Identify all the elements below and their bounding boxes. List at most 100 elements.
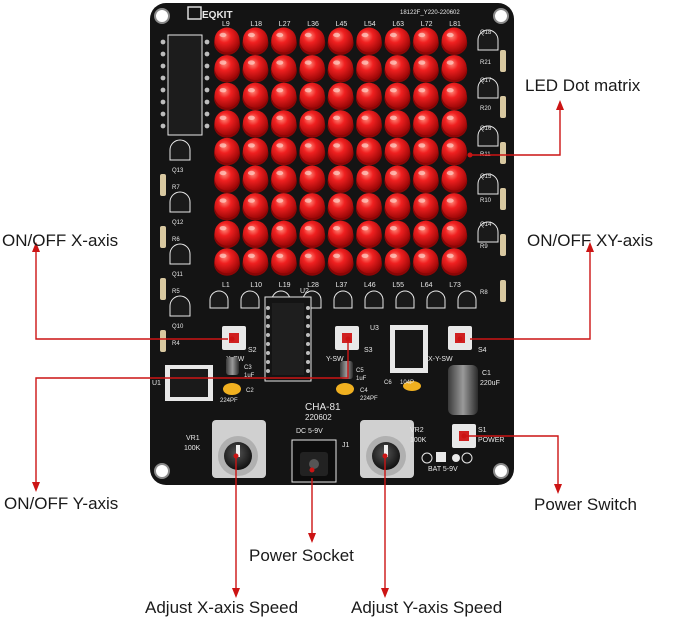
ic-pin: [266, 333, 270, 337]
led: [356, 193, 382, 221]
leader-power-switch: [464, 435, 559, 484]
svg-text:U1: U1: [152, 380, 161, 387]
led-bottom-label: L64: [421, 282, 433, 289]
led: [384, 55, 411, 83]
led: [214, 165, 240, 193]
led: [441, 110, 468, 138]
svg-text:S1: S1: [478, 427, 487, 434]
led: [214, 193, 240, 221]
resistor-label: R8: [480, 290, 488, 296]
led: [412, 137, 439, 166]
led: [327, 220, 354, 249]
ic-pin: [160, 111, 166, 117]
transistor-label: Q15: [480, 174, 492, 180]
led: [270, 220, 297, 249]
led: [327, 193, 354, 221]
ic-pin: [160, 99, 166, 105]
transistor: [477, 29, 499, 51]
transistor: [169, 295, 191, 317]
led: [356, 220, 382, 249]
led-bottom-label: L10: [250, 282, 262, 289]
ic-pin: [306, 306, 310, 310]
svg-text:224PF: 224PF: [220, 398, 238, 404]
svg-text:X-Y-SW: X-Y-SW: [428, 356, 453, 363]
led: [384, 27, 411, 55]
led: [327, 165, 354, 193]
resistor: [500, 188, 506, 210]
transistor: [477, 125, 499, 147]
svg-text:S2: S2: [248, 347, 257, 354]
ic-pin: [204, 75, 210, 81]
led: [441, 193, 468, 221]
transistor-label: Q16: [480, 126, 492, 132]
led: [441, 165, 468, 193]
transistor: [457, 290, 477, 309]
led: [270, 165, 297, 193]
ic-pin: [266, 315, 270, 319]
ic-pin: [266, 342, 270, 346]
callout-onoff-xy: ON/OFF XY-axis: [527, 231, 653, 250]
led: [356, 27, 382, 55]
led: [242, 220, 269, 249]
svg-text:1uF: 1uF: [244, 373, 255, 379]
led-bottom-label: L19: [279, 282, 291, 289]
led: [441, 27, 468, 55]
led: [356, 55, 382, 83]
led: [299, 165, 326, 193]
svg-text:U3: U3: [370, 325, 379, 332]
transistor-label: Q14: [480, 222, 492, 228]
led: [242, 165, 269, 193]
dc-label: DC 5-9V: [296, 428, 323, 435]
led-top-label: L18: [250, 21, 262, 28]
resistor: [500, 142, 506, 164]
ic-pin: [204, 63, 210, 69]
ic-left-top: [167, 34, 203, 136]
mounting-holes: [154, 8, 509, 479]
led-bottom-label: L37: [336, 282, 348, 289]
ic-pin: [160, 123, 166, 129]
led-bottom-label: L55: [392, 282, 404, 289]
led: [356, 165, 382, 193]
leader-lines: [35, 110, 591, 588]
ic-pin: [160, 39, 166, 45]
resistor-label: R21: [480, 60, 492, 66]
led: [327, 137, 354, 166]
led-bottom-label: L1: [222, 282, 230, 289]
led: [384, 165, 411, 193]
led: [384, 137, 411, 166]
ic-pin: [204, 87, 210, 93]
leader-arrowheads: [32, 100, 594, 598]
led-bottom-label: L46: [364, 282, 376, 289]
ic-pin: [306, 360, 310, 364]
led-top-label: L36: [307, 21, 319, 28]
led: [214, 82, 240, 111]
led: [242, 193, 269, 221]
power-socket[interactable]: J1: [291, 439, 350, 483]
svg-text:100K: 100K: [184, 445, 201, 452]
led-bottom-label: L73: [449, 282, 461, 289]
resistor-label: R9: [480, 244, 488, 250]
callout-adjust-x: Adjust X-axis Speed: [145, 598, 299, 617]
led: [441, 220, 468, 249]
ic-pin: [204, 123, 210, 129]
led: [214, 137, 240, 166]
transistor: [477, 77, 499, 99]
led: [327, 55, 354, 83]
ic-pin: [306, 324, 310, 328]
led: [242, 248, 269, 276]
svg-text:S4: S4: [478, 347, 487, 354]
ic-pin: [204, 51, 210, 57]
transistor: [477, 221, 499, 243]
ic-pin: [306, 315, 310, 319]
led: [270, 55, 297, 83]
resistor-label: R5: [172, 289, 180, 295]
led: [441, 248, 468, 276]
led: [384, 82, 411, 111]
led: [270, 193, 297, 221]
ic-left-pins: [160, 39, 210, 129]
svg-text:S3: S3: [364, 347, 373, 354]
